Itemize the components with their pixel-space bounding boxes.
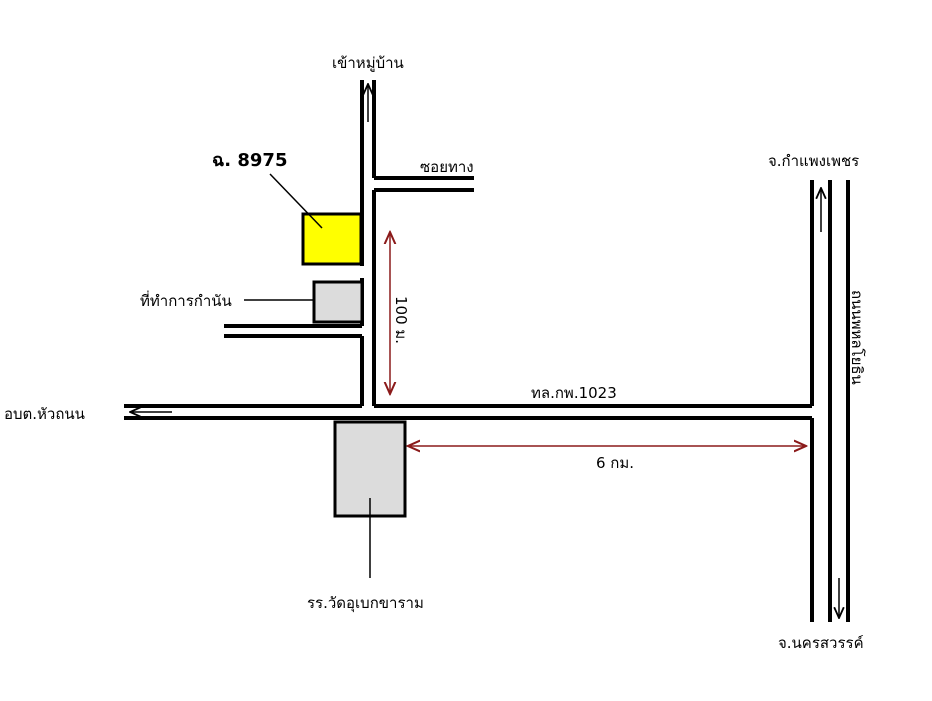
plot-leader-line xyxy=(269,173,323,229)
school-label: รร.วัดอุเบกขาราม xyxy=(307,594,424,613)
phahonyothin-label: ถนนพหลโยธิน xyxy=(848,290,866,385)
highway-label: ทล.กพ.1023 xyxy=(531,384,617,402)
plot-marker xyxy=(301,212,363,266)
nakhon-sawan-label: จ.นครสวรรค์ xyxy=(778,634,864,652)
village-entrance-label: เข้าหมู่บ้าน xyxy=(332,54,404,72)
distance-6km-label: 6 กม. xyxy=(596,454,634,472)
kamnan-office-building xyxy=(312,280,364,324)
kamnan-office-label: ที่ทำการกำนัน xyxy=(140,290,232,310)
plot-label: ฉ. 8975 xyxy=(212,150,287,171)
kamphaeng-phet-label: จ.กำแพงเพชร xyxy=(768,152,859,170)
alley-label: ซอยทาง xyxy=(420,158,474,176)
sao-huathanon-label: อบต.หัวถนน xyxy=(4,405,85,423)
distance-100m-label: 100 ม. xyxy=(392,296,410,344)
